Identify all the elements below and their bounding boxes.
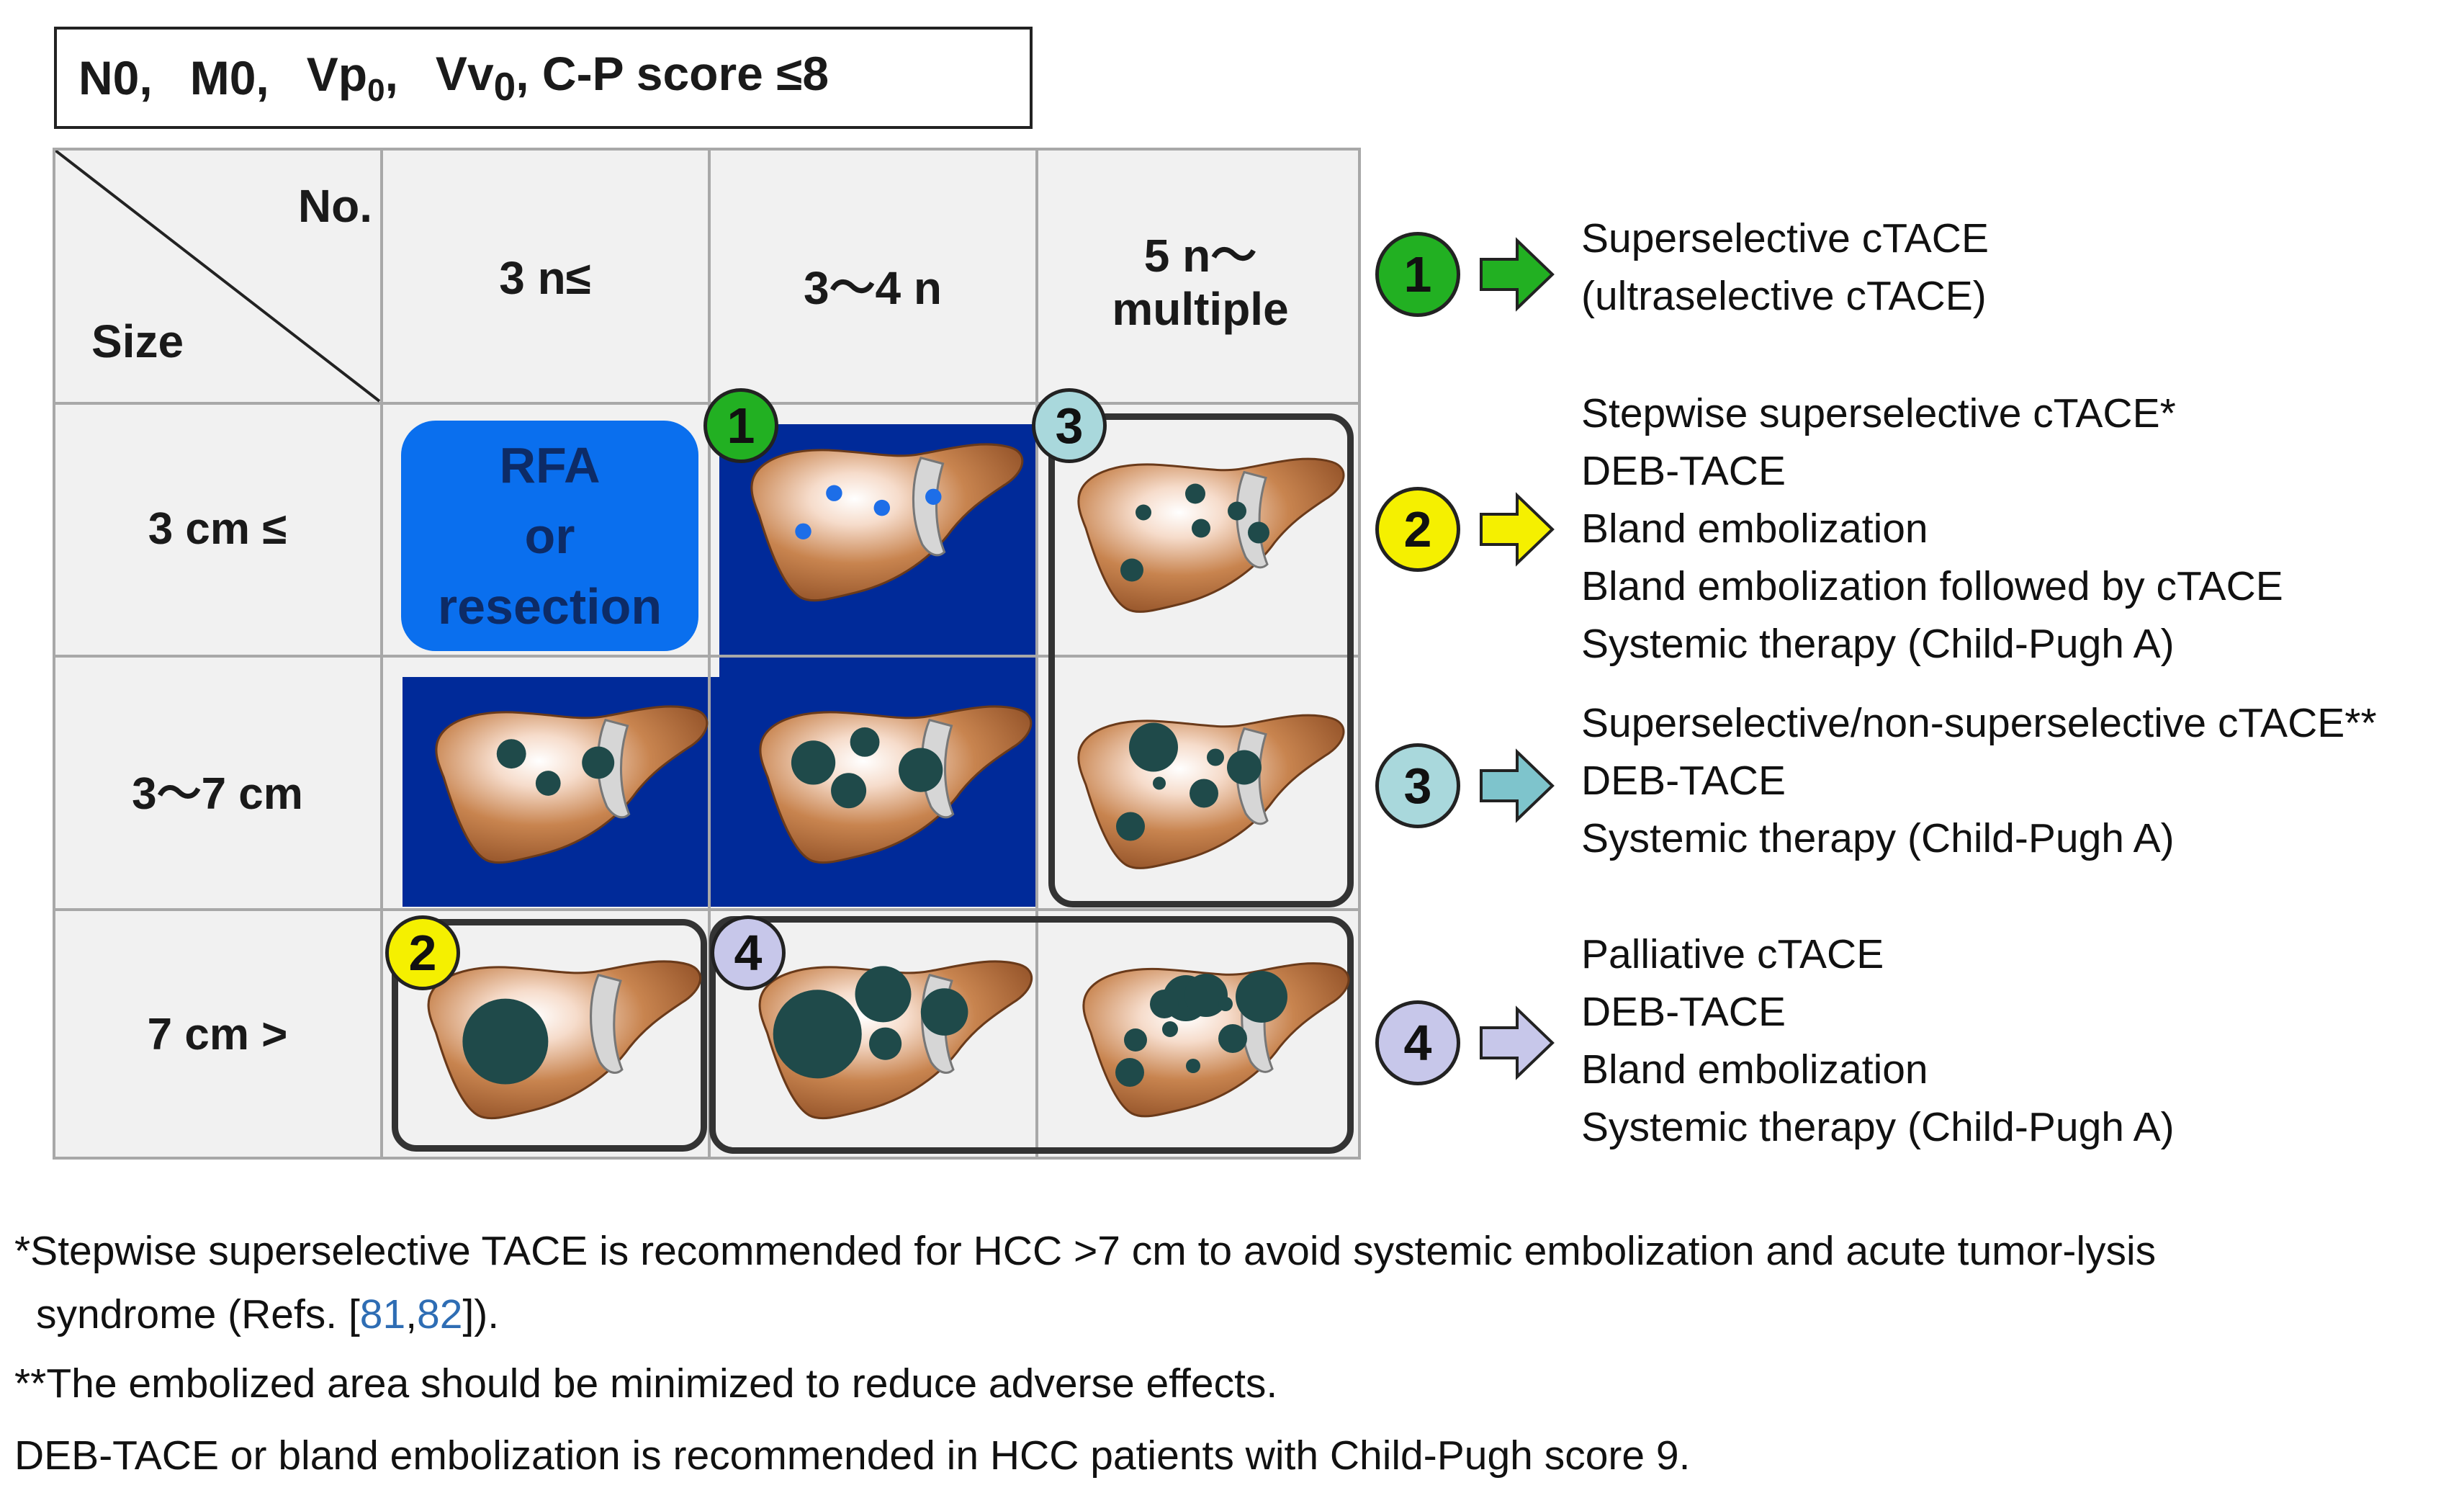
column-header-5n: 5 n〜 bbox=[1143, 230, 1257, 282]
row-header-7cm: 7 cm > bbox=[147, 1010, 288, 1059]
liver-3n-medium bbox=[435, 705, 709, 864]
footnote-1a: *Stepwise superselective TACE is recomme… bbox=[14, 1228, 2157, 1274]
legend-text-1: Superselective cTACE(ultraselective cTAC… bbox=[1581, 215, 1989, 319]
legend-text-2: Stepwise superselective cTACE*DEB-TACE B… bbox=[1581, 390, 2283, 667]
arrow-right-icon bbox=[1480, 492, 1555, 567]
criteria-box: N0, M0, Vp0, Vv0, C-P score ≤8 bbox=[54, 27, 1033, 129]
grid-badge-1: 1 bbox=[703, 388, 778, 463]
column-header-3-4n: 3〜4 n bbox=[803, 262, 943, 314]
legend-marker-1: 1 bbox=[1375, 232, 1557, 317]
corner-diagonal bbox=[55, 151, 381, 403]
column-header-multiple: multiple bbox=[1112, 283, 1289, 335]
legend-badge-4: 4 bbox=[1375, 1000, 1460, 1085]
legend-text-3: Superselective/non-superselective cTACE*… bbox=[1581, 700, 2377, 861]
footnote-3: DEB-TACE or bland embolization is recomm… bbox=[14, 1433, 1691, 1479]
legend-badge-1: 1 bbox=[1375, 232, 1460, 317]
liver-3n-large bbox=[427, 960, 702, 1120]
arrow-right-icon bbox=[1480, 748, 1555, 823]
arrow-right-icon bbox=[1480, 237, 1555, 312]
criteria-n: N0, bbox=[78, 51, 153, 104]
legend-marker-2: 2 bbox=[1375, 487, 1557, 572]
rfa-label: RFA bbox=[499, 437, 601, 493]
liver-5n-large bbox=[1082, 962, 1350, 1118]
criteria-vp: Vp0, bbox=[306, 47, 398, 109]
criteria-vv: Vv0, C-P score ≤8 bbox=[435, 46, 829, 109]
grid-badge-3: 3 bbox=[1032, 388, 1107, 463]
liver-3-4n-small bbox=[750, 443, 1024, 602]
or-label: or bbox=[524, 508, 575, 564]
legend-badge-3: 3 bbox=[1375, 743, 1460, 828]
resection-label: resection bbox=[437, 578, 662, 635]
liver-3-4n-large bbox=[758, 960, 1033, 1120]
footnote-2: **The embolized area should be minimized… bbox=[14, 1360, 1278, 1407]
group-4-box bbox=[709, 916, 1354, 1154]
legend-badge-2: 2 bbox=[1375, 487, 1460, 572]
criteria-m: M0, bbox=[189, 51, 269, 104]
group-2-box bbox=[392, 919, 707, 1152]
footnote-1b: syndrome (Refs. [81,82]). bbox=[36, 1291, 500, 1337]
grid-badge-2: 2 bbox=[385, 915, 460, 990]
legend-marker-3: 3 bbox=[1375, 743, 1557, 828]
grid-badge-4: 4 bbox=[711, 915, 786, 990]
corner-no-label: No. bbox=[297, 180, 372, 232]
row-header-3cm: 3 cm ≤ bbox=[148, 504, 287, 554]
footnotes: *Stepwise superselective TACE is recomme… bbox=[14, 1219, 2156, 1487]
legend-marker-4: 4 bbox=[1375, 1000, 1557, 1085]
ref-link-81[interactable]: 81 bbox=[359, 1291, 406, 1337]
arrow-right-icon bbox=[1480, 1005, 1555, 1080]
corner-size-label: Size bbox=[91, 315, 184, 367]
group-3-box bbox=[1048, 413, 1354, 907]
row-header-3-7cm: 3〜7 cm bbox=[132, 769, 303, 819]
ref-link-82[interactable]: 82 bbox=[417, 1291, 463, 1337]
column-header-3n: 3 n≤ bbox=[499, 252, 591, 304]
liver-3-4n-medium bbox=[759, 705, 1033, 864]
treatment-grid: No. Size 3 n≤ 3〜4 n 5 n〜 multiple 3 cm ≤… bbox=[53, 148, 1361, 1160]
rfa-or-resection-box: RFA or resection bbox=[401, 421, 698, 651]
liver-5n-small bbox=[1077, 457, 1345, 613]
liver-5n-medium bbox=[1077, 714, 1345, 869]
